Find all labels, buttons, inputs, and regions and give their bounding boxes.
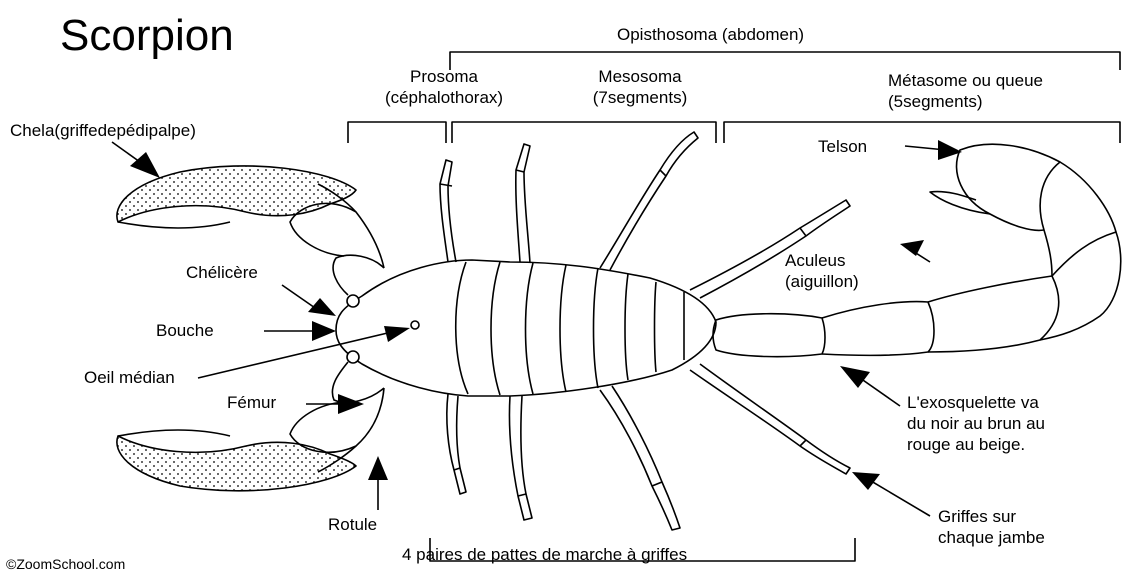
tail-segment-4	[1040, 232, 1121, 340]
griffes-pointer-line	[866, 478, 930, 516]
chelicere-arrowhead	[308, 298, 336, 316]
metasome-line1: Métasome ou queue	[888, 70, 1043, 91]
leg-top-2	[516, 144, 530, 263]
telson-arrowhead	[938, 140, 962, 160]
exo-line1: L'exosquelette va	[907, 392, 1045, 413]
chelicere-pointer-line	[282, 285, 318, 310]
tail-segment-3	[928, 276, 1059, 352]
mesosoma-line1: Mesosoma	[560, 66, 720, 87]
telson-bulb	[957, 144, 1060, 230]
label-telson: Telson	[818, 136, 867, 157]
griffes-line1: Griffes sur	[938, 506, 1045, 527]
tail-segment-5	[1040, 162, 1116, 276]
leg-top-3	[600, 132, 698, 270]
opisthosoma-bracket	[450, 52, 1120, 70]
aculeus-line1: Aculeus	[785, 250, 859, 271]
tail-segment-1	[713, 314, 825, 357]
leg-bottom-4	[690, 364, 850, 474]
chela-lower-finger	[118, 430, 230, 436]
oeil-arrowhead	[384, 326, 410, 342]
label-bouche: Bouche	[156, 320, 214, 341]
bouche-arrowhead	[312, 321, 336, 341]
aculeus-sting	[930, 192, 990, 214]
leg-bottom-3	[600, 386, 680, 530]
carapace-line	[456, 262, 468, 394]
exo-line2: du noir au brun au	[907, 413, 1045, 434]
section-mesosoma: Mesosoma (7segments)	[560, 66, 720, 108]
label-exosquelette: L'exosquelette va du noir au brun au rou…	[907, 392, 1045, 455]
rotule-arrowhead	[368, 456, 388, 480]
label-chelicere: Chélicère	[186, 262, 258, 283]
leg-top-1	[440, 160, 456, 262]
lateral-eye-bottom	[347, 351, 359, 363]
label-legs: 4 paires de pattes de marche à griffes	[402, 544, 687, 565]
leg-bottom-1	[447, 394, 466, 494]
exo-line3: rouge au beige.	[907, 434, 1045, 455]
median-eye	[411, 321, 419, 329]
metasome-line2: (5segments)	[888, 91, 1043, 112]
label-griffes: Griffes sur chaque jambe	[938, 506, 1045, 548]
diagram-title: Scorpion	[60, 12, 234, 60]
tail-segment-2	[822, 302, 934, 356]
exo-arrowhead	[840, 366, 870, 388]
section-prosoma: Prosoma (céphalothorax)	[347, 66, 541, 108]
prosoma-line2: (céphalothorax)	[347, 87, 541, 108]
griffes-arrowhead	[852, 472, 880, 490]
mesosoma-bracket	[452, 122, 716, 143]
exo-pointer-line	[860, 378, 900, 406]
chela-lower	[117, 436, 356, 491]
chela-pointer-line	[112, 142, 140, 162]
lateral-eye-top	[347, 295, 359, 307]
aculeus-line2: (aiguillon)	[785, 271, 859, 292]
leg-bottom-2	[509, 396, 532, 520]
chela-arrowhead	[130, 152, 160, 178]
section-metasome: Métasome ou queue (5segments)	[888, 70, 1043, 112]
label-oeil-median: Oeil médian	[84, 367, 175, 388]
prosoma-bracket	[348, 122, 446, 143]
label-femur: Fémur	[227, 392, 276, 413]
aculeus-arrowhead	[900, 240, 924, 256]
oeil-pointer-line	[198, 330, 400, 378]
section-opisthosoma: Opisthosoma (abdomen)	[617, 24, 804, 45]
metasome-bracket	[724, 122, 1120, 143]
label-chela: Chela(griffedepédipalpe)	[10, 120, 196, 141]
femur-arrowhead	[338, 394, 364, 414]
label-rotule: Rotule	[328, 514, 377, 535]
griffes-line2: chaque jambe	[938, 527, 1045, 548]
prosoma-line1: Prosoma	[347, 66, 541, 87]
chela-upper-finger	[118, 222, 230, 228]
mesosoma-line2: (7segments)	[560, 87, 720, 108]
label-aculeus: Aculeus (aiguillon)	[785, 250, 859, 292]
